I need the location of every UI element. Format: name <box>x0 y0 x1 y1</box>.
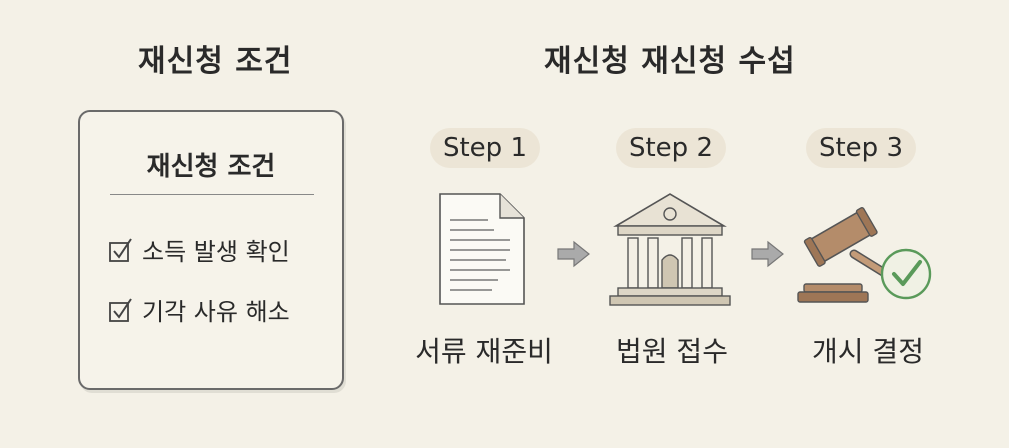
conditions-card: 재신청 조건 소득 발생 확인 기각 사유 해소 <box>78 110 344 390</box>
process-heading: 재신청 재신청 수섭 <box>544 44 796 79</box>
courthouse-icon <box>609 193 731 306</box>
step-2-label: 법원 접수 <box>616 335 728 368</box>
checkbox-icon <box>109 297 132 322</box>
condition-item: 소득 발생 확인 <box>108 232 290 267</box>
checkbox-icon <box>109 237 132 262</box>
gavel-check-icon <box>797 206 932 303</box>
document-icon <box>439 193 525 305</box>
condition-label: 소득 발생 확인 <box>142 238 290 266</box>
step-2-badge: Step 2 <box>616 128 726 168</box>
card-divider <box>110 194 314 195</box>
card-title: 재신청 조건 <box>146 152 276 182</box>
step-1-badge: Step 1 <box>430 128 540 168</box>
arrow-right-icon <box>557 240 590 268</box>
step-3-label: 개시 결정 <box>812 335 924 368</box>
step-3-badge: Step 3 <box>806 128 916 168</box>
condition-label: 기각 사유 해소 <box>142 298 290 326</box>
arrow-right-icon <box>751 240 784 268</box>
step-1-label: 서류 재준비 <box>415 335 553 368</box>
conditions-heading: 재신청 조건 <box>138 44 293 79</box>
condition-item: 기각 사유 해소 <box>108 292 290 327</box>
